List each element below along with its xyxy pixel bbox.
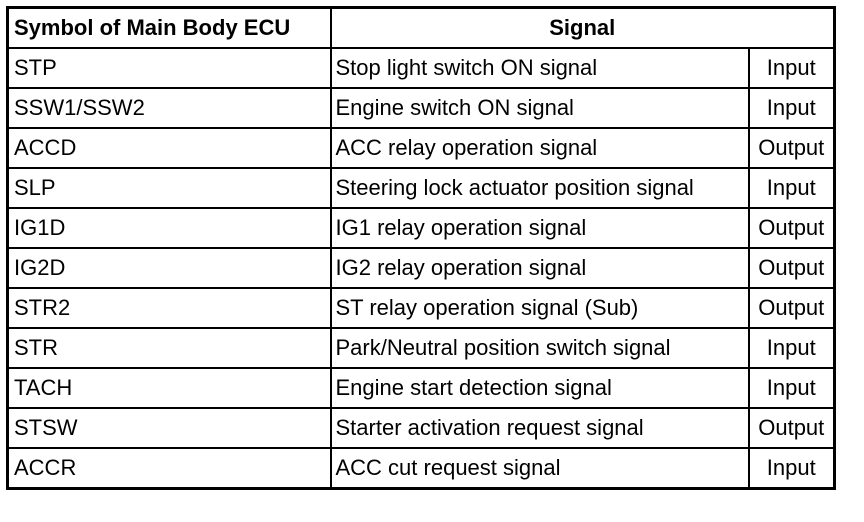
table-row: IG1D IG1 relay operation signal Output bbox=[6, 207, 836, 249]
signal-cell: Engine switch ON signal bbox=[329, 87, 750, 129]
signal-cell: ST relay operation signal (Sub) bbox=[329, 287, 750, 329]
table-row: ACCR ACC cut request signal Input bbox=[6, 447, 836, 490]
signal-cell: IG1 relay operation signal bbox=[329, 207, 750, 249]
table-row: STR Park/Neutral position switch signal … bbox=[6, 327, 836, 369]
direction-cell: Input bbox=[747, 367, 836, 409]
signal-cell: Park/Neutral position switch signal bbox=[329, 327, 750, 369]
table-row: SSW1/SSW2 Engine switch ON signal Input bbox=[6, 87, 836, 129]
direction-cell: Output bbox=[747, 127, 836, 169]
direction-cell: Input bbox=[747, 327, 836, 369]
signal-cell: Starter activation request signal bbox=[329, 407, 750, 449]
symbol-cell: IG2D bbox=[6, 247, 332, 289]
direction-cell: Output bbox=[747, 207, 836, 249]
signal-cell: Steering lock actuator position signal bbox=[329, 167, 750, 209]
table-row: IG2D IG2 relay operation signal Output bbox=[6, 247, 836, 289]
header-row: Symbol of Main Body ECU Signal bbox=[6, 6, 836, 49]
direction-cell: Output bbox=[747, 407, 836, 449]
table-row: TACH Engine start detection signal Input bbox=[6, 367, 836, 409]
table-row: STR2 ST relay operation signal (Sub) Out… bbox=[6, 287, 836, 329]
symbol-cell: ACCR bbox=[6, 447, 332, 490]
symbol-cell: IG1D bbox=[6, 207, 332, 249]
signal-column-header: Signal bbox=[329, 6, 836, 49]
symbol-cell: STP bbox=[6, 47, 332, 89]
table-row: ACCD ACC relay operation signal Output bbox=[6, 127, 836, 169]
table-row: SLP Steering lock actuator position sign… bbox=[6, 167, 836, 209]
signal-table: Symbol of Main Body ECU Signal STP Stop … bbox=[6, 6, 837, 490]
direction-cell: Output bbox=[747, 287, 836, 329]
symbol-cell: STSW bbox=[6, 407, 332, 449]
symbol-cell: TACH bbox=[6, 367, 332, 409]
symbol-cell: STR2 bbox=[6, 287, 332, 329]
symbol-cell: STR bbox=[6, 327, 332, 369]
symbol-column-header: Symbol of Main Body ECU bbox=[6, 6, 332, 49]
signal-cell: Engine start detection signal bbox=[329, 367, 750, 409]
direction-cell: Output bbox=[747, 247, 836, 289]
symbol-cell: SSW1/SSW2 bbox=[6, 87, 332, 129]
direction-cell: Input bbox=[747, 87, 836, 129]
signal-cell: IG2 relay operation signal bbox=[329, 247, 750, 289]
direction-cell: Input bbox=[747, 167, 836, 209]
table-row: STP Stop light switch ON signal Input bbox=[6, 47, 836, 89]
direction-cell: Input bbox=[747, 47, 836, 89]
signal-cell: ACC relay operation signal bbox=[329, 127, 750, 169]
signal-cell: ACC cut request signal bbox=[329, 447, 750, 490]
symbol-cell: SLP bbox=[6, 167, 332, 209]
direction-cell: Input bbox=[747, 447, 836, 490]
signal-cell: Stop light switch ON signal bbox=[329, 47, 750, 89]
symbol-cell: ACCD bbox=[6, 127, 332, 169]
table-row: STSW Starter activation request signal O… bbox=[6, 407, 836, 449]
